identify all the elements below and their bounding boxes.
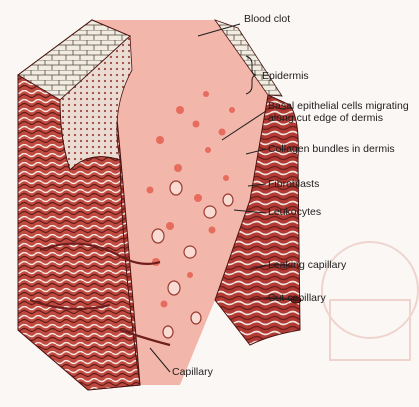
label-basal-cells-line1: Basal epithelial cells migrating xyxy=(268,100,409,112)
label-blood-clot: Blood clot xyxy=(244,13,290,25)
label-leukocytes: Leukocytes xyxy=(268,206,321,218)
label-collagen: Collagen bundles in dermis xyxy=(268,143,395,155)
label-epidermis: Epidermis xyxy=(262,70,309,82)
label-leaking-capillary: Leaking capillary xyxy=(268,259,346,271)
label-fibroblasts: Fibroblasts xyxy=(268,178,319,190)
label-basal-cells-line2: along cut edge of dermis xyxy=(268,112,383,124)
label-cut-capillary: Cut capillary xyxy=(268,292,326,304)
label-capillary: Capillary xyxy=(172,366,213,378)
